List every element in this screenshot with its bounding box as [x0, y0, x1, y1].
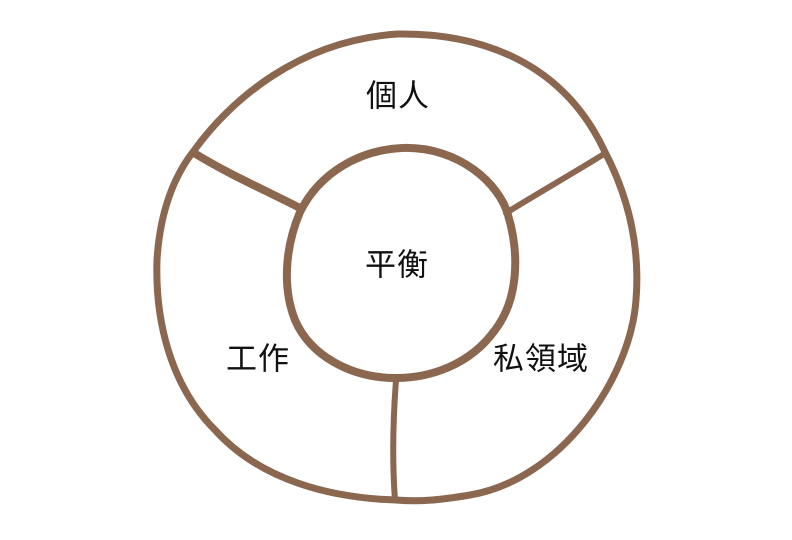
divider-upper-left — [190, 149, 304, 212]
divider-bottom — [390, 377, 399, 503]
segment-label-personal: 個人 — [366, 78, 430, 115]
divider-upper-right — [503, 151, 607, 216]
center-label-balance: 平衡 — [365, 247, 429, 284]
segment-label-private: 私領域 — [493, 341, 589, 378]
segment-label-work: 工作 — [226, 341, 290, 378]
